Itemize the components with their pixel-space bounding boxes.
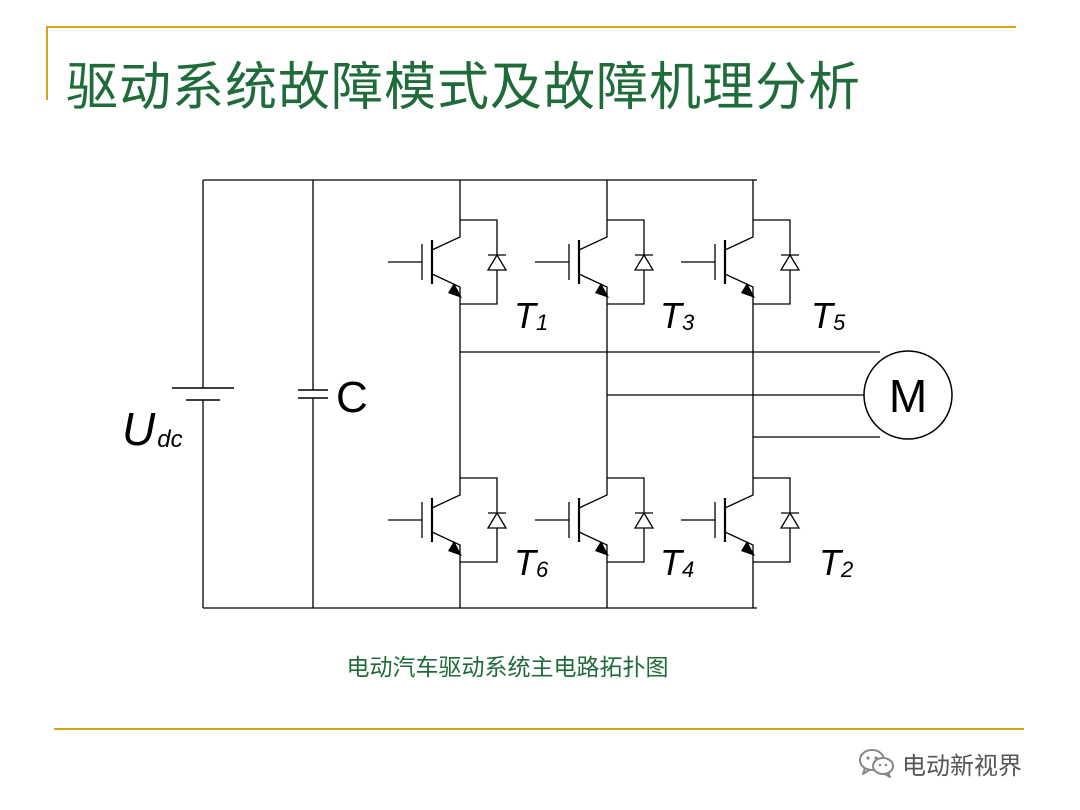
watermark-text: 电动新视界 bbox=[902, 751, 1022, 780]
igbt-switch-t3 bbox=[533, 218, 655, 306]
dc-link-capacitor bbox=[298, 180, 328, 608]
dc-voltage-source bbox=[172, 180, 234, 608]
left-accent-line bbox=[46, 26, 48, 100]
switch-label-t2: T2 bbox=[819, 542, 853, 583]
motor-label: M bbox=[889, 370, 927, 422]
top-divider-line bbox=[46, 26, 1016, 28]
switch-label-t1: T1 bbox=[514, 295, 548, 336]
capacitor-label: C bbox=[336, 373, 368, 422]
figure-caption: 电动汽车驱动系统主电路拓扑图 bbox=[346, 655, 669, 681]
bottom-divider-line bbox=[54, 728, 1024, 730]
watermark: 电动新视界 bbox=[858, 745, 1022, 781]
igbt-switch-t1 bbox=[386, 218, 508, 306]
igbt-switch-t5 bbox=[679, 218, 801, 306]
igbt-switch-t2 bbox=[679, 476, 801, 564]
igbt-switch-t4 bbox=[533, 476, 655, 564]
switch-label-t3: T3 bbox=[660, 295, 695, 336]
slide-title: 驱动系统故障模式及故障机理分析 bbox=[66, 58, 862, 118]
igbt-switch-t6 bbox=[386, 476, 508, 564]
switch-label-t5: T5 bbox=[811, 295, 846, 336]
source-label: Udc bbox=[122, 403, 183, 455]
wechat-icon bbox=[859, 749, 894, 778]
switch-label-t6: T6 bbox=[514, 542, 549, 583]
motor-symbol bbox=[863, 350, 953, 440]
switch-label-t4: T4 bbox=[660, 542, 694, 583]
